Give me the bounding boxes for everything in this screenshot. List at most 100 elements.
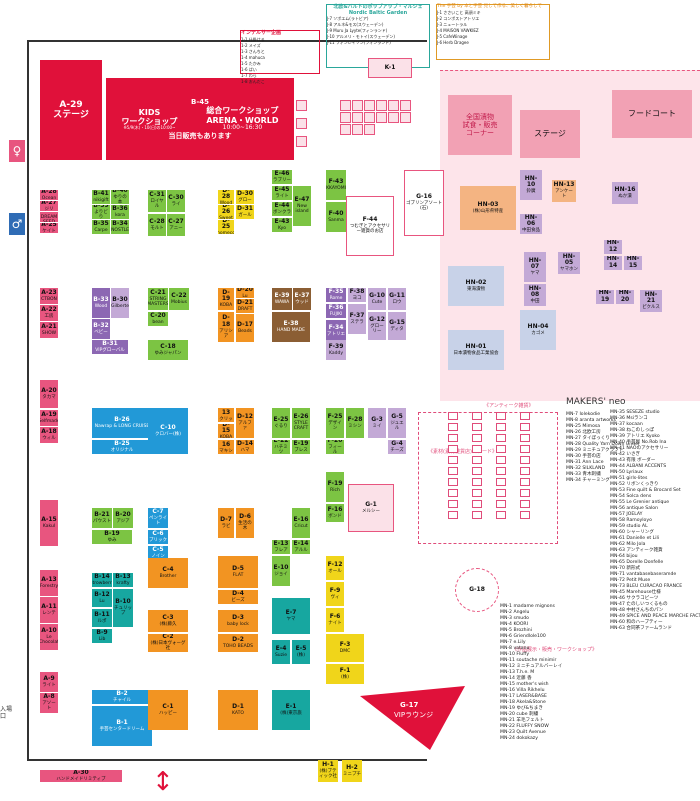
j-booth[interactable] <box>400 100 411 111</box>
mn-booth[interactable] <box>448 423 458 431</box>
mn-booth[interactable] <box>520 500 530 508</box>
j-booth[interactable] <box>364 124 375 135</box>
booth-c-2[interactable]: C-2(株)日本ヴォーグ社 <box>148 634 188 652</box>
booth-hn-19[interactable]: HN-19 <box>596 290 614 304</box>
j-booth[interactable] <box>352 112 363 123</box>
mn-booth[interactable] <box>520 467 530 475</box>
food-court[interactable]: フードコート <box>612 90 692 138</box>
mn-booth[interactable] <box>448 500 458 508</box>
j-booth[interactable] <box>296 118 307 129</box>
booth-hn-14[interactable]: HN-14 <box>604 256 622 270</box>
booth-f44[interactable]: F-44 つむぎとアクセサリー雑貨のお店 <box>346 196 394 256</box>
booth-hn-03[interactable]: HN-03(株)山形県特産 <box>460 186 516 230</box>
booth-hn-15[interactable]: HN-15 <box>624 256 642 270</box>
booth-a-26[interactable]: A-26DREAM SEED <box>40 212 58 222</box>
mn-booth[interactable] <box>520 478 530 486</box>
mn-booth[interactable] <box>448 412 458 420</box>
booth-g18[interactable]: G-18 <box>455 568 499 612</box>
j-booth[interactable] <box>340 124 351 135</box>
j-booth[interactable] <box>376 112 387 123</box>
booth-k1[interactable]: K-1 <box>368 58 412 78</box>
mn-booth[interactable] <box>472 445 482 453</box>
j-booth[interactable] <box>296 136 307 147</box>
mn-booth[interactable] <box>520 434 530 442</box>
j-booth[interactable] <box>340 100 351 111</box>
booth-c-3[interactable]: C-3(株)藤久 <box>148 610 188 632</box>
booth-a29-stage[interactable]: A-29 ステージ <box>40 60 102 160</box>
mn-booth[interactable] <box>448 456 458 464</box>
mn-booth[interactable] <box>496 434 506 442</box>
booth-g16[interactable]: G-16 ゴブリンアソート(石) <box>404 170 444 236</box>
mn-booth[interactable] <box>472 423 482 431</box>
j-booth[interactable] <box>388 112 399 123</box>
mn-booth[interactable] <box>496 511 506 519</box>
mn-booth[interactable] <box>472 511 482 519</box>
j-booth[interactable] <box>296 100 307 111</box>
zenkoku-pickle-corner[interactable]: 全国漬物 試食・販売 コーナー <box>448 95 512 155</box>
j-booth[interactable] <box>352 100 363 111</box>
j-booth[interactable] <box>340 112 351 123</box>
booth-e-5[interactable]: E-5(株) <box>292 640 310 664</box>
booth-hn-20[interactable]: HN-20 <box>616 290 634 304</box>
